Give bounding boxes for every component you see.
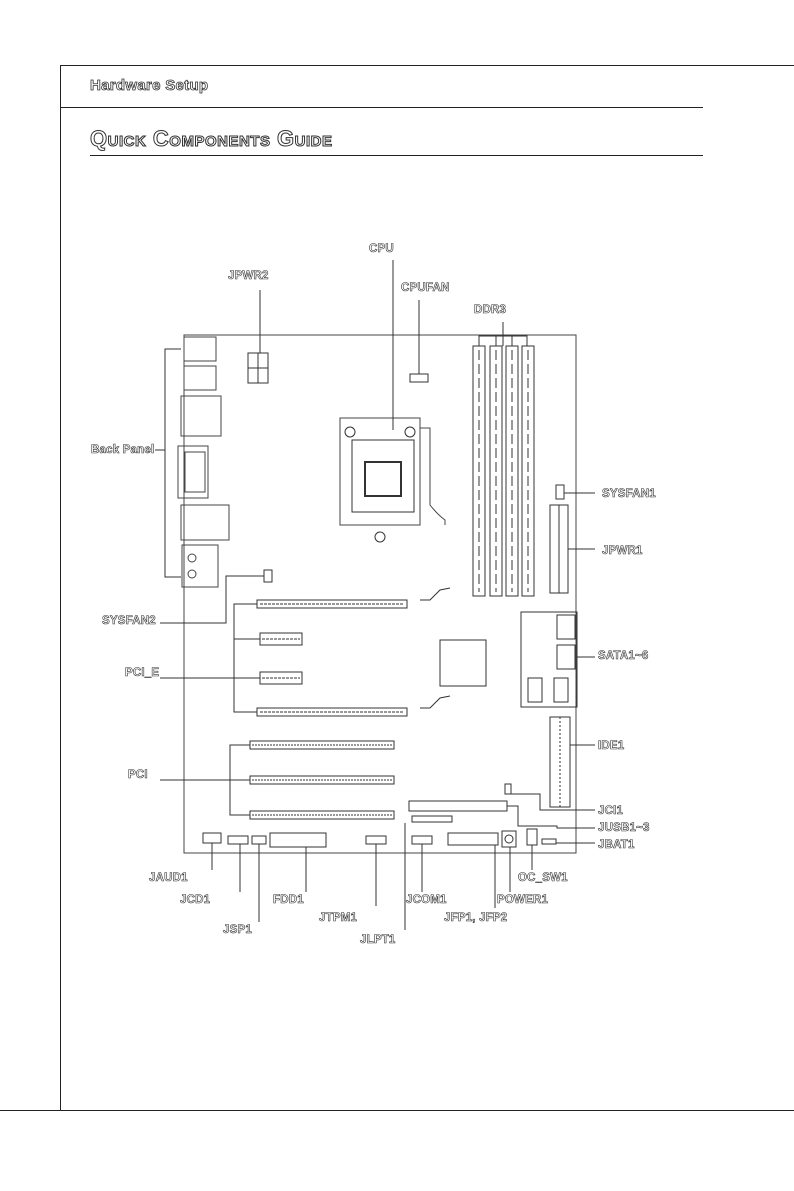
- label-power1: POWER1: [497, 894, 548, 906]
- label-pcie: PCI_E: [125, 667, 159, 679]
- label-jlpt1: JLPT1: [360, 934, 396, 946]
- ddr3-slots: [473, 346, 534, 596]
- label-jfp: JFP1, JFP2: [444, 912, 507, 924]
- label-jbat1: JBAT1: [598, 839, 635, 851]
- label-fdd1: FDD1: [273, 894, 304, 906]
- label-back-panel: Back Panel: [91, 444, 154, 456]
- jci1-connector: [505, 784, 511, 794]
- sysfan1-connector: [556, 485, 564, 499]
- jusb-headers: [409, 801, 507, 811]
- label-jci1: JCI1: [598, 805, 623, 817]
- label-jcom1: JCOM1: [406, 894, 447, 906]
- board-outline: [184, 335, 576, 853]
- power-button: [502, 831, 516, 847]
- label-sysfan2: SYSFAN2: [102, 615, 156, 627]
- label-jtpm1: JTPM1: [319, 912, 357, 924]
- label-sata: SATA1~6: [598, 650, 649, 662]
- sysfan2-connector: [264, 570, 272, 582]
- chipset: [440, 640, 486, 686]
- sata-connectors: [521, 612, 577, 707]
- fdd1-connector: [270, 833, 326, 847]
- cpufan-connector: [410, 374, 428, 382]
- label-oc-sw1: OC_SW1: [518, 872, 568, 884]
- label-jcd1: JCD1: [180, 894, 210, 906]
- label-pci: PCI: [128, 769, 148, 781]
- label-jpwr1: JPWR1: [602, 545, 643, 557]
- back-panel-connectors: [178, 337, 229, 587]
- label-cpufan: CPUFAN: [401, 282, 449, 294]
- label-jaud1: JAUD1: [149, 872, 188, 884]
- label-ddr3: DDR3: [474, 304, 506, 316]
- label-cpu: CPU: [369, 243, 394, 255]
- label-jsp1: JSP1: [223, 924, 252, 936]
- label-ide1: IDE1: [598, 740, 624, 752]
- label-sysfan1: SYSFAN1: [602, 488, 656, 500]
- label-jusb: JUSB1~3: [598, 822, 650, 834]
- cpu-socket: [340, 418, 445, 542]
- label-jpwr2: JPWR2: [228, 270, 269, 282]
